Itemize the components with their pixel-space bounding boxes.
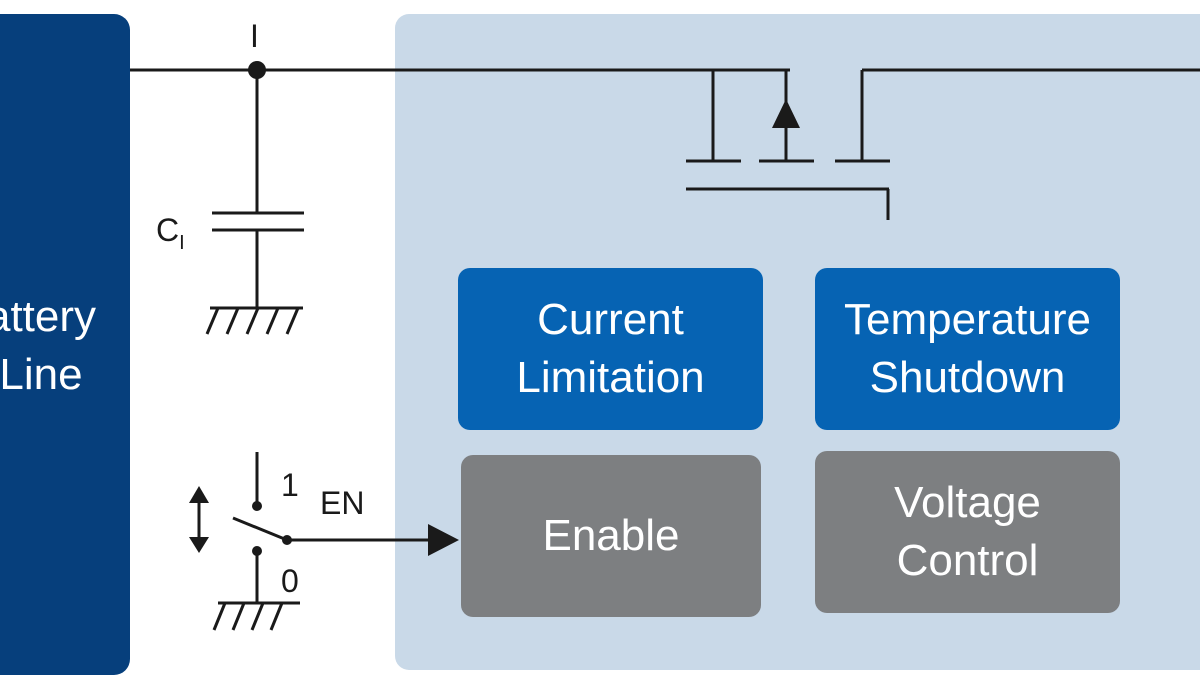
switch-contact-0 <box>252 546 262 556</box>
switch-pos1-label: 1 <box>281 467 299 503</box>
node-label: I <box>250 18 259 54</box>
switch-pivot <box>282 535 292 545</box>
temperature-shutdown-block: Temperature Shutdown <box>815 268 1120 430</box>
enable-block: Enable <box>461 455 761 617</box>
battery-line-block <box>0 14 130 675</box>
switch-lever <box>232 516 288 542</box>
en-arrowhead <box>428 524 459 556</box>
toggle-arrow-up <box>189 486 209 503</box>
battery-line-label: attery Line <box>0 292 97 399</box>
switch-pos0-label: 0 <box>281 563 299 599</box>
switch-contact-1 <box>252 501 262 511</box>
en-signal-label: EN <box>320 485 365 521</box>
toggle-arrow-down <box>189 537 209 553</box>
capacitor-label: CI <box>156 212 185 254</box>
current-limitation-block: Current Limitation <box>458 268 763 430</box>
junction-dot <box>248 61 266 79</box>
voltage-control-block: Voltage Control <box>815 451 1120 613</box>
mosfet-arrow <box>772 99 800 128</box>
